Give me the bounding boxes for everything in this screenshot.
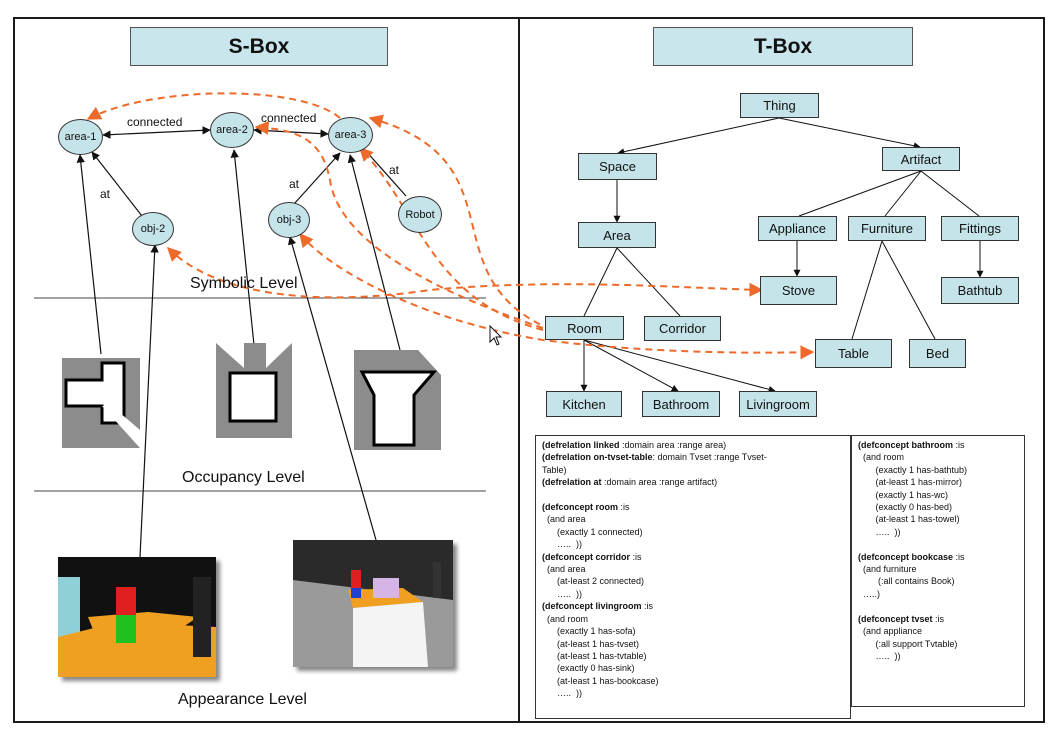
node-robot: Robot	[398, 196, 442, 233]
tbox-node-area: Area	[578, 222, 656, 248]
dashed-obj3-table	[299, 232, 815, 360]
code-line: ….. ))	[542, 688, 582, 699]
code-line: (and appliance	[858, 626, 923, 637]
tbox-node-room: Room	[545, 316, 624, 340]
symbolic-level-label: Symbolic Level	[190, 275, 298, 292]
code-line	[858, 538, 1018, 550]
anchor-map1-area1	[76, 154, 102, 355]
code-line: (and area	[542, 514, 586, 525]
dashed-area3-area1	[86, 92, 341, 120]
tbox-title: T-Box	[653, 27, 913, 66]
code-line: …..)	[858, 588, 880, 599]
mouse-cursor-icon	[489, 324, 503, 346]
code-line: (exactly 1 has-wc)	[858, 489, 949, 500]
tbox-node-kitchen: Kitchen	[546, 391, 622, 417]
tbox-node-fittings: Fittings	[941, 216, 1019, 241]
edge-label-connected-1: connected	[127, 115, 183, 129]
code-line: (defrelation at :domain area :range arti…	[542, 477, 718, 488]
tbox-definitions-left: (defrelation linked :domain area :range …	[535, 435, 851, 719]
code-line: ….. ))	[858, 650, 901, 661]
tbox-node-livingroom: Livingroom	[739, 391, 817, 417]
occupancy-level-label: Occupancy Level	[182, 469, 305, 486]
code-line: (defconcept room :is	[542, 502, 630, 513]
occupancy-map-3	[354, 350, 441, 450]
edge-area2-area3	[253, 126, 329, 138]
code-line: (defrelation linked :domain area :range …	[542, 440, 727, 450]
edge-label-at-1: at	[100, 187, 111, 201]
code-line: (defconcept bookcase :is	[858, 551, 965, 562]
code-line: (defrelation on-tvset-table: domain Tvse…	[542, 452, 767, 463]
code-line: (at-least 1 has-tvset)	[542, 638, 640, 649]
anchor-map3-area3	[347, 154, 401, 351]
node-obj-2: obj-2	[132, 212, 174, 246]
dashed-area3-room-loop	[368, 114, 544, 327]
tbox-node-thing: Thing	[740, 93, 819, 118]
appearance-level-label: Appearance Level	[178, 691, 307, 708]
edge-label-at-2: at	[289, 177, 300, 191]
code-line: (at-least 2 connected)	[542, 576, 645, 587]
sbox-title: S-Box	[130, 27, 388, 66]
tbox-node-bathtub: Bathtub	[941, 277, 1019, 304]
code-line: (exactly 1 has-sofa)	[542, 626, 636, 637]
edge-label-connected-2: connected	[261, 111, 317, 125]
anchor-photo1-obj2	[139, 244, 159, 558]
edge-obj2-area1	[91, 151, 143, 217]
code-line: (defconcept livingroom :is	[542, 601, 654, 612]
anchor-map2-area2	[230, 149, 255, 346]
tbox-node-stove: Stove	[760, 276, 837, 305]
node-area-2: area-2	[210, 112, 254, 148]
edge-label-at-3: at	[389, 163, 400, 177]
edge-robot-area3	[364, 149, 407, 197]
tbox-node-furniture: Furniture	[848, 216, 926, 241]
code-line: (at-least 1 has-towel)	[858, 514, 960, 525]
code-line: (defconcept corridor :is	[542, 551, 642, 562]
code-line: (defconcept bathroom :is	[858, 440, 965, 450]
code-line: (exactly 1 has-bathtub)	[858, 464, 968, 475]
code-line: ….. ))	[858, 526, 901, 537]
code-line: (exactly 0 has-bed)	[858, 502, 953, 513]
code-line	[542, 489, 844, 501]
edge-obj3-area3	[293, 152, 341, 205]
appearance-image-2	[293, 540, 453, 667]
tbox-panel	[518, 17, 1045, 723]
code-line: (at-least 1 has-mirror)	[858, 477, 963, 488]
code-line: (defconcept tvset :is	[858, 613, 945, 624]
tbox-node-bed: Bed	[909, 339, 966, 368]
code-line: (and room	[542, 613, 589, 624]
tbox-node-corridor: Corridor	[644, 316, 721, 341]
code-line: ….. ))	[542, 539, 582, 550]
tbox-node-appliance: Appliance	[758, 216, 837, 241]
code-line: (at-least 1 has-bookcase)	[542, 675, 659, 686]
occupancy-map-2	[216, 343, 292, 438]
code-line: (exactly 0 has-sink)	[542, 663, 635, 674]
node-area-3: area-3	[328, 117, 373, 153]
node-obj-3: obj-3	[268, 202, 310, 238]
code-line: ….. ))	[542, 588, 582, 599]
code-line: Table)	[542, 464, 567, 475]
tbox-node-artifact: Artifact	[882, 147, 960, 171]
code-line: (exactly 1 connected)	[542, 526, 643, 537]
code-line: (at-least 1 has-tvtable)	[542, 650, 647, 661]
tbox-node-table: Table	[815, 339, 892, 368]
code-line: (and room	[858, 452, 905, 463]
appearance-image-1	[58, 557, 216, 677]
occupancy-map-1	[62, 358, 140, 448]
code-line: (and area	[542, 564, 586, 575]
tbox-node-space: Space	[578, 153, 657, 180]
tbox-definitions-right: (defconcept bathroom :is (and room (exac…	[851, 435, 1025, 707]
tbox-node-bathroom: Bathroom	[642, 391, 720, 417]
edge-area1-area2	[102, 126, 211, 139]
code-line: (:all contains Book)	[858, 576, 955, 587]
code-line	[858, 600, 1018, 612]
node-area-1: area-1	[58, 119, 103, 155]
code-line: (and furniture	[858, 564, 917, 575]
code-line: (:all support Tvtable)	[858, 638, 958, 649]
